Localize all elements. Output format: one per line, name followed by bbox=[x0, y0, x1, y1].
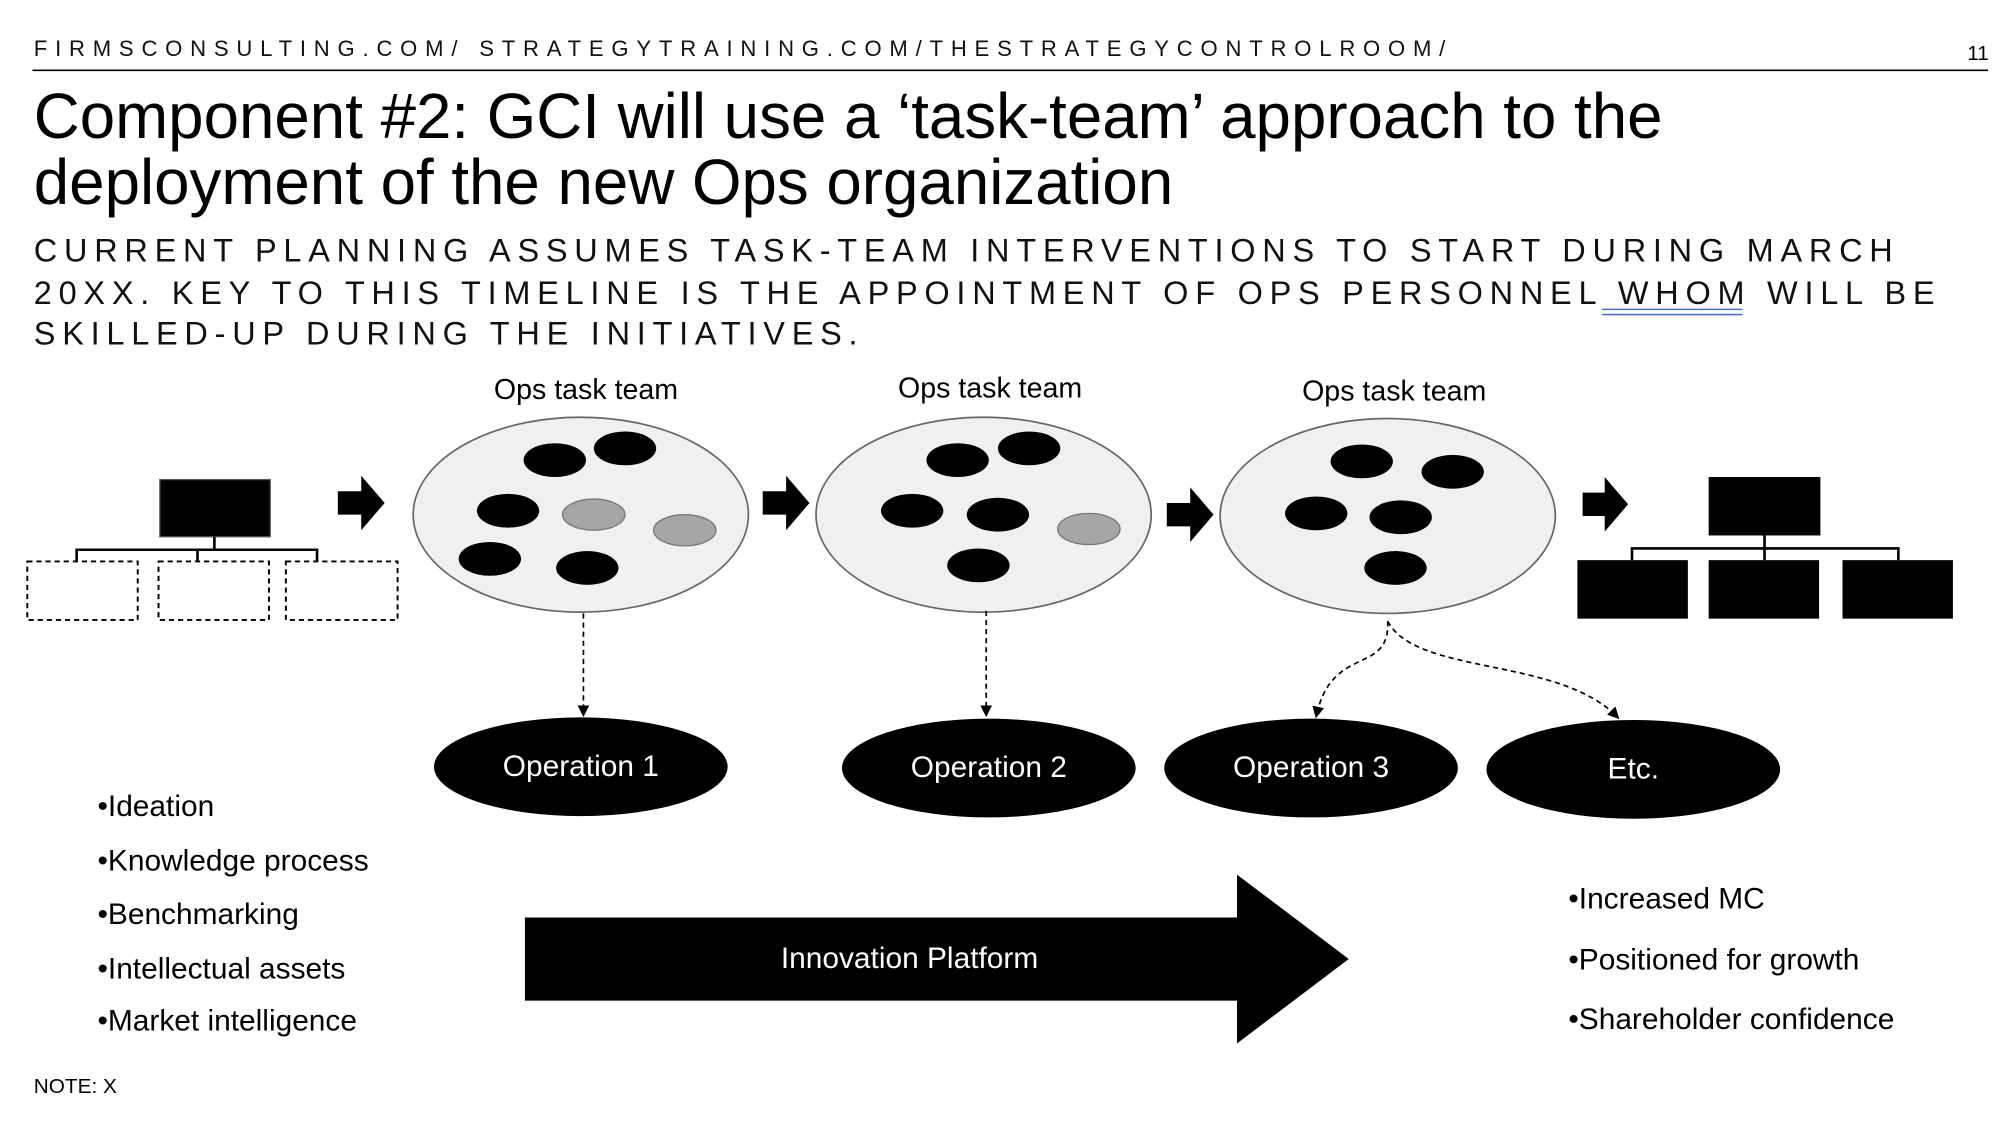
new-org-chart-icon bbox=[1577, 476, 1953, 619]
operation-label: Operation 1 bbox=[503, 750, 659, 783]
platform-label: Innovation Platform bbox=[781, 942, 1038, 975]
arrow-right-icon bbox=[1166, 487, 1214, 542]
page-title-line1: Component #2: GCI will use a ‘task-team’… bbox=[34, 81, 1663, 152]
flow-arrows bbox=[337, 475, 1629, 542]
operation-1: Operation 1 bbox=[433, 717, 728, 817]
arrow-right-icon bbox=[762, 475, 810, 531]
team-label: Ops task team bbox=[494, 374, 678, 406]
operation-label: Operation 3 bbox=[1233, 751, 1389, 784]
input-bullet-list: •Ideation •Knowledge process •Benchmarki… bbox=[97, 790, 368, 1037]
task-team-2 bbox=[815, 416, 1153, 613]
team-label: Ops task team bbox=[898, 373, 1082, 405]
arrow-right-icon bbox=[337, 475, 385, 531]
bullet-item: •Shareholder confidence bbox=[1568, 1003, 1894, 1036]
operation-2: Operation 2 bbox=[841, 718, 1136, 818]
bullet-item: •Increased MC bbox=[1568, 882, 1764, 915]
task-team-3 bbox=[1219, 417, 1557, 615]
page-number: 11 bbox=[1967, 42, 1989, 65]
bullet-item: •Market intelligence bbox=[97, 1005, 357, 1038]
task-team-1 bbox=[412, 416, 750, 613]
outcome-bullet-list: •Increased MC •Positioned for growth •Sh… bbox=[1568, 882, 1894, 1036]
operation-3: Operation 3 bbox=[1164, 718, 1458, 818]
spellcheck-flagged-word[interactable]: WHOM bbox=[1618, 275, 1751, 311]
arrow-right-icon bbox=[1582, 476, 1629, 532]
operation-etc: Etc. bbox=[1486, 719, 1781, 819]
footnote: NOTE: X bbox=[34, 1075, 117, 1098]
bullet-item: •Positioned for growth bbox=[1568, 943, 1859, 976]
subtitle-line2-post: WILL BE bbox=[1751, 275, 1941, 311]
subtitle-line1: CURRENT PLANNING ASSUMES TASK-TEAM INTER… bbox=[34, 232, 1900, 268]
deployment-connectors bbox=[577, 610, 1620, 720]
innovation-platform-arrow: Innovation Platform bbox=[524, 874, 1349, 1044]
bullet-item: •Benchmarking bbox=[97, 898, 298, 931]
bullet-item: •Intellectual assets bbox=[97, 953, 345, 986]
subtitle-line3: SKILLED-UP DURING THE INITIATIVES. bbox=[34, 315, 865, 351]
subtitle-line2-pre: 20XX. KEY TO THIS TIMELINE IS THE APPOIN… bbox=[34, 275, 1618, 311]
team-label: Ops task team bbox=[1302, 375, 1486, 407]
current-org-chart-icon bbox=[26, 478, 399, 621]
page-title-line2: deployment of the new Ops organization bbox=[34, 147, 1173, 218]
header-url[interactable]: FIRMSCONSULTING.COM/ STRATEGYTRAINING.CO… bbox=[34, 36, 1453, 61]
spellcheck-underline bbox=[1602, 308, 1743, 316]
bullet-item: •Knowledge process bbox=[97, 845, 368, 878]
operation-label: Operation 2 bbox=[911, 751, 1067, 784]
subtitle-line2: 20XX. KEY TO THIS TIMELINE IS THE APPOIN… bbox=[34, 275, 1941, 311]
operation-label: Etc. bbox=[1608, 752, 1659, 785]
bullet-item: •Ideation bbox=[97, 790, 214, 823]
